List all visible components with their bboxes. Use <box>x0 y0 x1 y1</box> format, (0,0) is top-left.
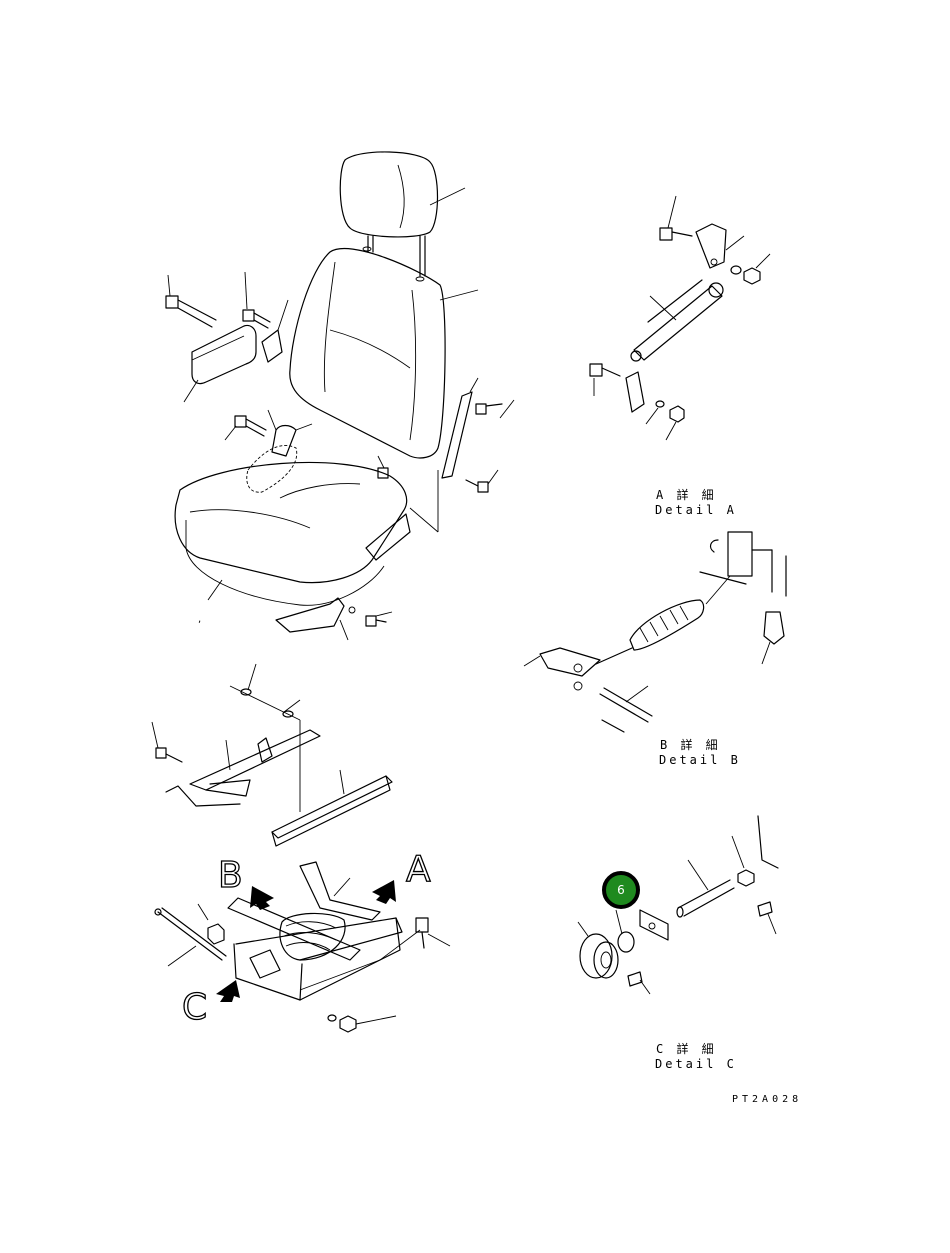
detail-a-gas-spring <box>589 195 771 441</box>
view-letter-c: C <box>181 987 208 1028</box>
part-callout-6[interactable]: 6 <box>602 871 640 909</box>
detail-b-spring <box>523 531 787 733</box>
seat-cushion: , <box>174 409 411 625</box>
detail-c-label-en: Detail C <box>655 1057 737 1071</box>
view-letter-b: B <box>217 855 243 896</box>
backrest <box>289 246 479 459</box>
svg-text:,: , <box>198 614 201 625</box>
suspension-base <box>154 861 451 1033</box>
armrest <box>165 271 289 441</box>
detail-c-knob <box>577 815 779 995</box>
headrest <box>339 151 466 277</box>
detail-b-label-jp: B 詳 細 <box>660 738 721 752</box>
drawing-code: PT2A028 <box>732 1094 803 1105</box>
detail-c-label-jp: C 詳 細 <box>656 1042 717 1056</box>
detail-a-label-en: Detail A <box>655 503 737 517</box>
view-letter-a: A <box>405 849 431 890</box>
detail-a-label-jp: A 詳 細 <box>656 488 717 502</box>
seat-lever <box>275 597 393 641</box>
back-bracket <box>377 377 515 533</box>
slide-rails <box>151 663 393 847</box>
detail-b-label-en: Detail B <box>659 753 741 767</box>
